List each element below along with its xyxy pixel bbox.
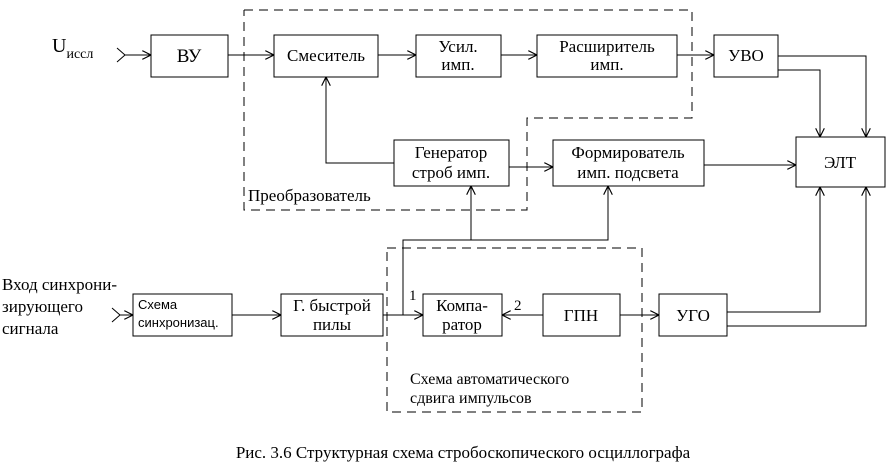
comparator-block	[422, 293, 503, 337]
sync-input-line2: зирующего	[2, 297, 83, 316]
vu-block	[150, 34, 229, 78]
auto-shift-label-line1: Схема автоматического	[410, 371, 569, 388]
generator-label-line2: строб имп.	[412, 163, 490, 182]
comparator-label-line2: ратор	[442, 315, 482, 334]
sync-scheme-block	[132, 293, 233, 337]
former-block	[552, 139, 705, 187]
ugo-block	[658, 293, 728, 337]
ugo-to-elt-2	[727, 187, 866, 327]
ugo-to-elt-1	[727, 187, 820, 313]
sync-input-line1: Вход синхрони-	[2, 275, 117, 294]
gpn-block	[542, 293, 621, 337]
amp-block	[415, 34, 502, 78]
figure-caption: Рис. 3.6 Структурная схема стробоскопиче…	[236, 443, 691, 462]
generator-to-mixer	[326, 77, 394, 164]
fast-saw-label-line2: пилы	[313, 315, 352, 334]
comparator-to-former	[471, 186, 608, 241]
auto-shift-group	[386, 247, 643, 413]
generator-block	[393, 139, 510, 187]
gpn-label: ГПН	[564, 306, 598, 325]
former-label-line1: Формирователь	[571, 143, 684, 162]
amp-label-line2: имп.	[441, 55, 474, 74]
uvo-label: УВО	[728, 46, 764, 65]
fast-saw-block	[280, 293, 384, 337]
sync-scheme-label-line2: синхронизац.	[138, 315, 219, 330]
sync-chevron	[111, 307, 121, 323]
ugo-label: УГО	[676, 306, 710, 325]
sync-scheme-label-line1: Схема	[138, 297, 178, 312]
fast-saw-label-line1: Г. быстрой	[293, 296, 371, 315]
sync-input-line3: сигнала	[2, 319, 59, 338]
expander-label-line1: Расширитель	[559, 37, 655, 56]
mixer-label: Смеситель	[287, 46, 365, 65]
comparator-label-line1: Компа-	[436, 296, 488, 315]
uvo-to-elt-2	[778, 55, 866, 137]
input-chevron	[116, 47, 126, 63]
comparator-to-generator	[402, 186, 471, 315]
expander-block	[536, 34, 678, 78]
elt-block	[795, 136, 886, 188]
converter-group	[243, 9, 693, 211]
former-label-line2: имп. подсвета	[577, 163, 679, 182]
uvo-to-elt-1	[778, 69, 820, 137]
input-signal-label: Uиссл	[52, 35, 93, 62]
comparator-port-1: 1	[409, 288, 417, 304]
converter-group-label: Преобразователь	[248, 186, 371, 205]
generator-label-line1: Генератор	[415, 143, 488, 162]
elt-label: ЭЛТ	[824, 153, 857, 172]
amp-label-line1: Усил.	[438, 37, 477, 56]
input-signal-subscript: иссл	[66, 47, 93, 62]
vu-label: ВУ	[177, 46, 202, 67]
comparator-port-2: 2	[514, 298, 522, 314]
auto-shift-label-line2: сдвига импульсов	[410, 390, 532, 407]
mixer-block	[273, 34, 379, 78]
expander-label-line2: имп.	[590, 55, 623, 74]
